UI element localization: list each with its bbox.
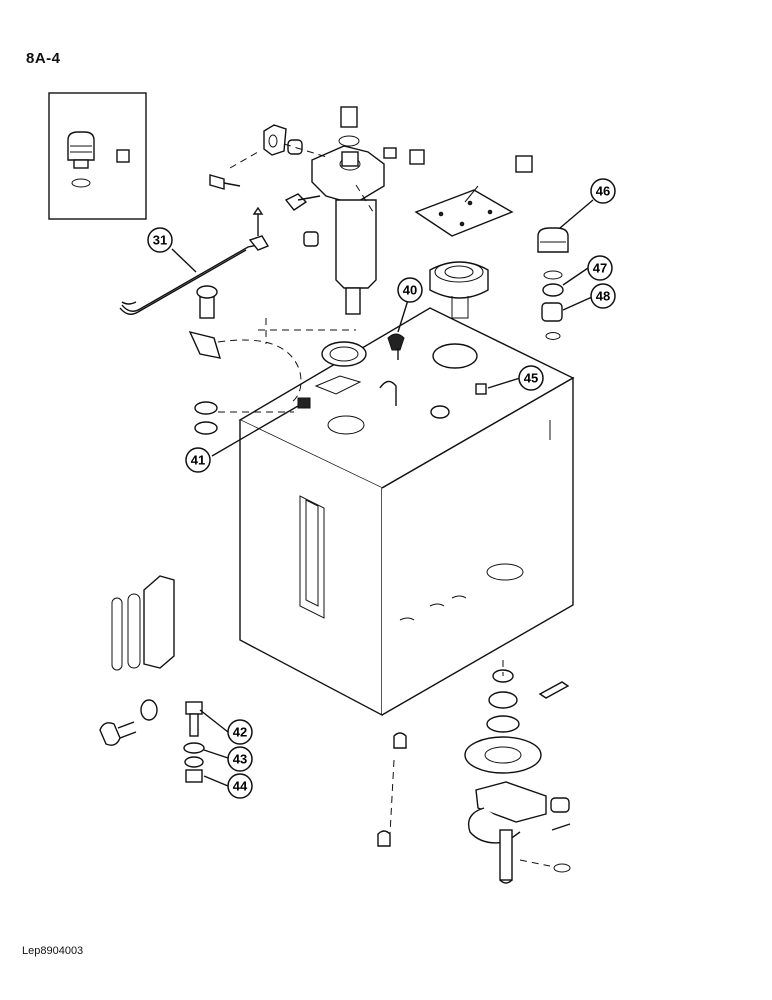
callout-number: 46 (596, 184, 610, 199)
callout-44: 44 (227, 773, 253, 799)
gasket-plate (414, 185, 514, 237)
left-fittings (188, 285, 356, 435)
callout-number: 40 (403, 283, 417, 298)
callout-47: 47 (587, 255, 613, 281)
callout-number: 31 (153, 233, 167, 248)
cap-assembly (537, 227, 569, 340)
part-41-plug (297, 397, 311, 409)
callout-bubble (147, 227, 173, 253)
callout-labels: 31 40 41 42 43 44 45 46 47 48 (147, 178, 616, 799)
callout-41: 41 (185, 447, 211, 473)
callout-bubble (590, 283, 616, 309)
filler-adapter (429, 261, 489, 319)
callout-number: 42 (233, 725, 247, 740)
callout-40: 40 (397, 277, 423, 303)
part-45-plug (475, 383, 487, 395)
page-figure-number: 8A-4 (26, 50, 61, 67)
callout-43: 43 (227, 746, 253, 772)
footer-code: Lep8904003 (22, 945, 84, 957)
callout-45: 45 (518, 365, 544, 391)
callout-number: 48 (596, 289, 610, 304)
leader-lines (171, 199, 594, 787)
callout-number: 43 (233, 752, 247, 767)
callout-bubble (590, 178, 616, 204)
fastener-set (99, 699, 205, 783)
hydraulic-tank (238, 307, 575, 717)
callout-bubble (518, 365, 544, 391)
callout-bubble (227, 746, 253, 772)
callout-number: 45 (524, 371, 538, 386)
callout-31: 31 (147, 227, 173, 253)
callout-42: 42 (227, 719, 253, 745)
part-40-fitting (387, 333, 405, 360)
callout-bubble (227, 719, 253, 745)
callout-number: 41 (191, 453, 205, 468)
callout-bubble (227, 773, 253, 799)
callout-bubble (587, 255, 613, 281)
callout-46: 46 (590, 178, 616, 204)
filter-head-assembly (209, 106, 533, 315)
callout-number: 47 (593, 261, 607, 276)
mounting-assembly (377, 660, 571, 884)
callout-bubble (397, 277, 423, 303)
pipe-31 (119, 206, 270, 315)
callout-bubble (185, 447, 211, 473)
callout-48: 48 (590, 283, 616, 309)
inset-detail-box (48, 92, 147, 220)
sight-gauge-parts (111, 575, 175, 671)
callout-number: 44 (233, 779, 248, 794)
